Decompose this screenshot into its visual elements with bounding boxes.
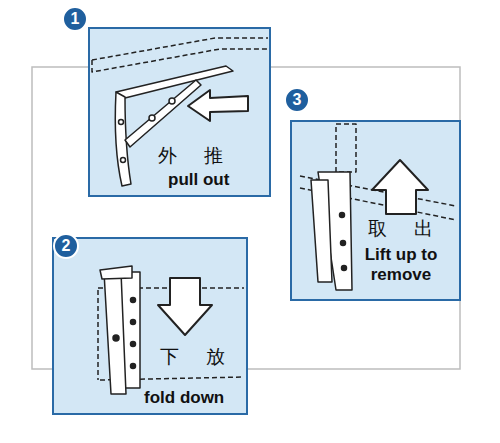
callout-number: 1 <box>71 10 80 28</box>
step-panel: 下 放 fold down <box>52 237 248 415</box>
step-panel: 外 推pull out <box>88 27 271 197</box>
bracket-leg <box>115 92 131 186</box>
bracket-arm <box>104 272 126 394</box>
hole <box>340 213 345 218</box>
step1-illustration <box>92 38 268 186</box>
callout-number: 3 <box>293 91 302 109</box>
bracket-plate <box>118 272 140 388</box>
callout-circle: 1 <box>62 6 88 32</box>
shelf-outline <box>300 176 456 220</box>
step-panel: 取 出 Lift up to remove <box>290 120 461 301</box>
down-arrow <box>158 278 212 335</box>
hole <box>341 241 346 246</box>
callout-circle: 2 <box>53 233 79 259</box>
hole <box>121 158 126 163</box>
hole <box>119 120 124 125</box>
bracket-plate <box>318 172 352 290</box>
shelf-outline <box>92 38 268 72</box>
english-instruction: pull out <box>168 170 229 190</box>
chinese-instruction: 外 推 <box>158 143 223 169</box>
hole <box>131 298 136 303</box>
chinese-instruction: 下 放 <box>160 344 225 370</box>
bracket-clip <box>100 266 132 279</box>
bracket-brace <box>125 80 201 147</box>
bracket-arm <box>116 66 233 98</box>
hole <box>149 115 155 121</box>
step3-illustration <box>300 124 456 290</box>
bracket-arm <box>311 180 332 282</box>
hole <box>342 266 347 271</box>
hole <box>131 342 136 347</box>
english-instruction: Lift up to remove <box>349 245 453 286</box>
english-instruction: fold down <box>144 388 224 408</box>
shelf-outline <box>98 288 244 380</box>
callout-number: 2 <box>62 237 71 255</box>
push-arrow <box>188 90 248 121</box>
pivot <box>113 335 119 341</box>
hole <box>131 364 136 369</box>
hole <box>169 98 175 104</box>
hole <box>131 320 136 325</box>
post-outline <box>336 124 356 172</box>
step2-illustration <box>98 266 244 394</box>
callout-circle: 3 <box>284 87 310 113</box>
up-arrow <box>372 160 428 214</box>
chinese-instruction: 取 出 <box>368 216 433 242</box>
